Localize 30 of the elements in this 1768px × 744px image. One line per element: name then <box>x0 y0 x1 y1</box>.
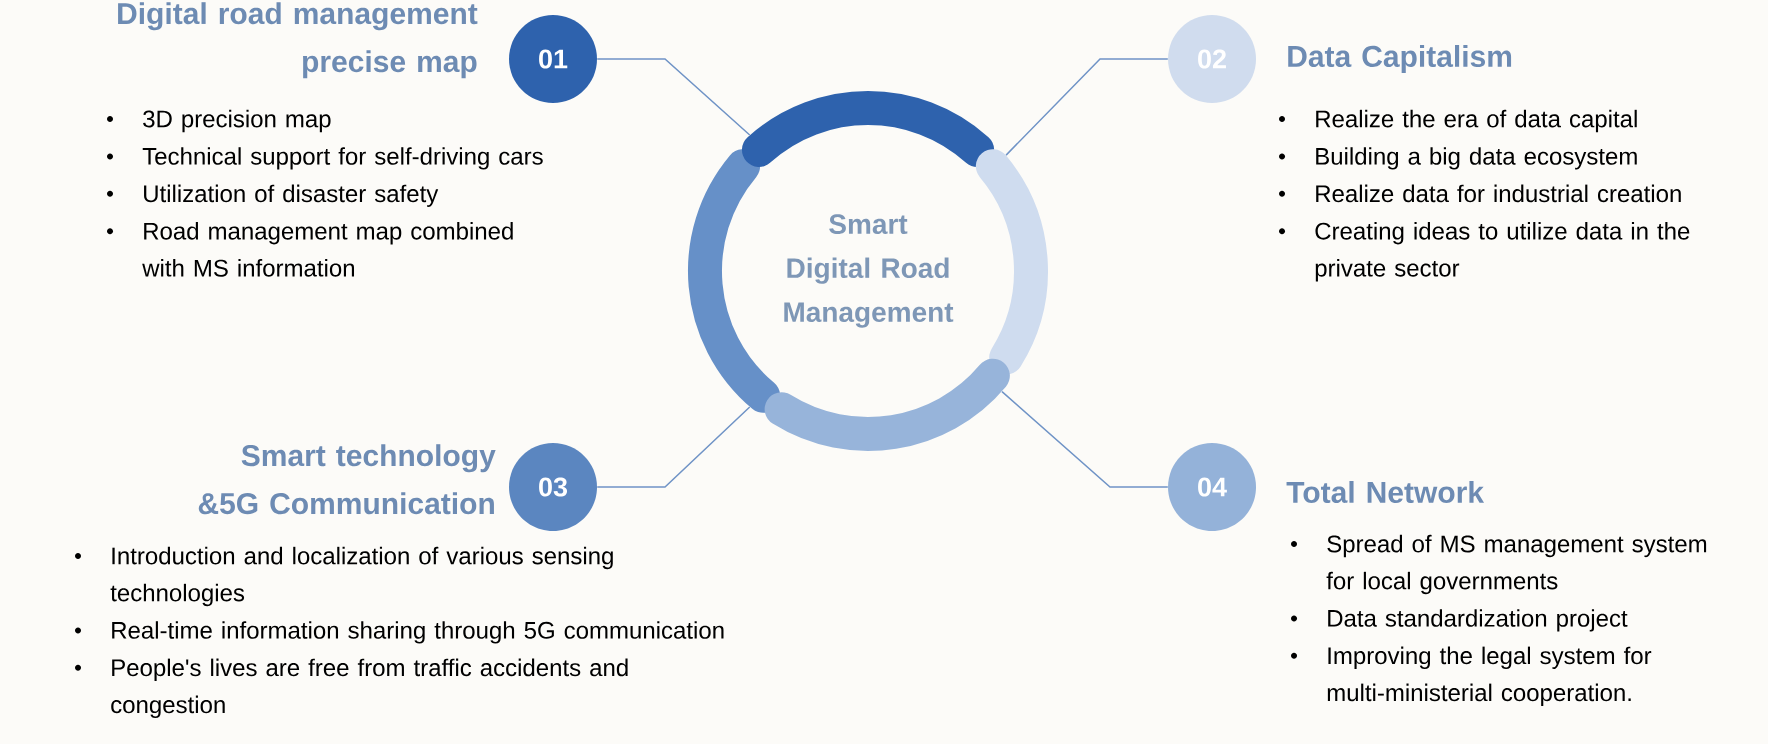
bullet-item: Improving the legal system for multi-ministerial cooperation. <box>1327 646 1652 706</box>
center-title: Smart Digital Road Management <box>784 214 954 328</box>
leader-line <box>596 58 751 136</box>
leader-line <box>596 406 751 488</box>
section-heading: Digital road management precise map <box>118 2 478 79</box>
bullet-item: Data standardization project <box>1328 609 1628 632</box>
bullet-item: Spread of MS management system for local governments <box>1326 534 1707 595</box>
number-badge: 03 <box>509 443 597 531</box>
bullet-item: 3D precision map <box>143 109 331 133</box>
bullet-item: Building a big data ecosystem <box>1316 147 1637 170</box>
bullet-item: Real-time information sharing through 5G communication <box>112 621 724 644</box>
ring-segment <box>975 149 1048 375</box>
bullet-item: Utilization of disaster safety <box>144 184 439 207</box>
ring-segment <box>764 358 1010 451</box>
leader-line <box>1001 390 1169 488</box>
bullet-item: Realize the era of data capital <box>1316 109 1637 133</box>
section-heading: Smart technology &5G Communication <box>198 444 496 515</box>
ring-segment <box>688 149 781 413</box>
bullet-item: People's lives are free from traffic accidents and congestion <box>111 658 628 718</box>
number-badge: 01 <box>509 15 597 103</box>
ring-segment <box>741 91 995 167</box>
leader-line <box>1005 58 1169 156</box>
bullet-item: Road management map combined with MS information <box>142 222 513 277</box>
bullet-item: Introduction and localization of various sensing technologies <box>110 546 613 607</box>
section-heading: Total Network <box>1286 481 1485 504</box>
bullet-item: Creating ideas to utilize data in the private sector <box>1315 222 1690 282</box>
section-heading: Data Capitalism <box>1288 45 1512 73</box>
bullet-item: Realize data for industrial creation <box>1316 184 1681 203</box>
number-badge: 04 <box>1168 443 1256 531</box>
bullet-item: Technical support for self-driving cars <box>142 147 543 170</box>
